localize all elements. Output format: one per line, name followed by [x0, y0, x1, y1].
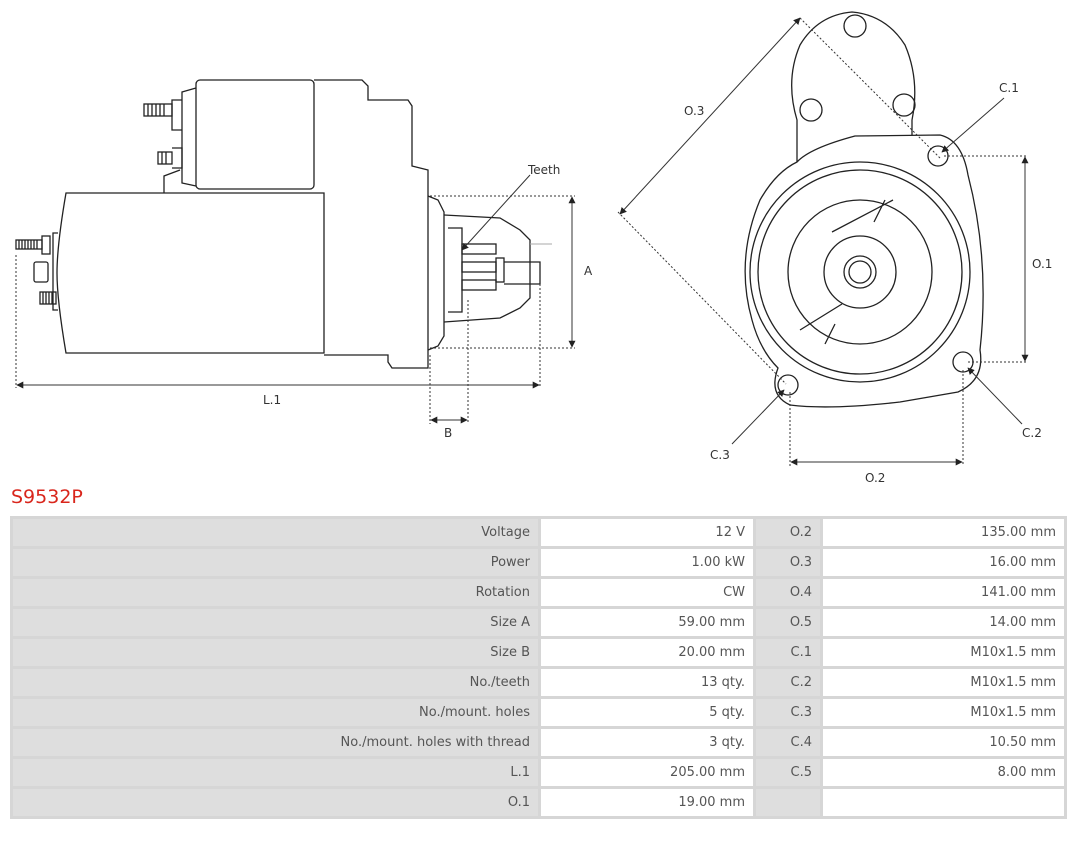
front-view	[744, 11, 984, 408]
spec-value: 19.00 mm	[541, 789, 753, 816]
label-a: A	[584, 264, 593, 278]
spec-value: 12 V	[541, 519, 753, 546]
spec-value: 205.00 mm	[541, 759, 753, 786]
spec-value-secondary: 10.50 mm	[823, 729, 1064, 756]
spec-value-secondary: 16.00 mm	[823, 549, 1064, 576]
spec-value: 5 qty.	[541, 699, 753, 726]
spec-label-secondary: C.1	[756, 639, 820, 666]
label-o3: O.3	[684, 104, 704, 118]
spec-label-secondary: C.3	[756, 699, 820, 726]
label-b: B	[444, 426, 452, 440]
spec-value: CW	[541, 579, 753, 606]
spec-label-secondary: O.2	[756, 519, 820, 546]
spec-value-secondary: 135.00 mm	[823, 519, 1064, 546]
spec-value: 59.00 mm	[541, 609, 753, 636]
label-o2: O.2	[865, 471, 885, 485]
side-view-dimensions	[15, 174, 576, 424]
spec-label-secondary: O.3	[756, 549, 820, 576]
spec-value-secondary	[823, 789, 1064, 816]
label-l1: L.1	[263, 393, 281, 407]
spec-label: Power	[13, 549, 538, 576]
spec-value: 20.00 mm	[541, 639, 753, 666]
label-c1: C.1	[999, 81, 1019, 95]
spec-label: Voltage	[13, 519, 538, 546]
spec-label-secondary: O.5	[756, 609, 820, 636]
spec-label-secondary: O.4	[756, 579, 820, 606]
spec-value: 13 qty.	[541, 669, 753, 696]
label-c3: C.3	[710, 448, 730, 462]
spec-value-secondary: 14.00 mm	[823, 609, 1064, 636]
side-view	[15, 79, 541, 369]
spec-label: Size A	[13, 609, 538, 636]
spec-label-secondary	[756, 789, 820, 816]
front-view-dimensions	[617, 17, 1029, 466]
label-o1: O.1	[1032, 257, 1052, 271]
spec-label: No./mount. holes with thread	[13, 729, 538, 756]
technical-drawing: Teeth A L.1 B O.3 C.1 O.1 C.2 C.3 O.2	[15, 11, 1052, 485]
spec-label: No./teeth	[13, 669, 538, 696]
label-teeth: Teeth	[527, 163, 560, 177]
product-title: S9532P	[11, 486, 83, 508]
spec-label: L.1	[13, 759, 538, 786]
spec-value-secondary: M10x1.5 mm	[823, 669, 1064, 696]
spec-label: O.1	[13, 789, 538, 816]
spec-value-secondary: M10x1.5 mm	[823, 699, 1064, 726]
spec-label: Rotation	[13, 579, 538, 606]
spec-value: 1.00 kW	[541, 549, 753, 576]
label-c2: C.2	[1022, 426, 1042, 440]
spec-value-secondary: 141.00 mm	[823, 579, 1064, 606]
spec-value-secondary: M10x1.5 mm	[823, 639, 1064, 666]
spec-label-secondary: C.2	[756, 669, 820, 696]
spec-label: Size B	[13, 639, 538, 666]
spec-label-secondary: C.5	[756, 759, 820, 786]
spec-value: 3 qty.	[541, 729, 753, 756]
spec-label-secondary: C.4	[756, 729, 820, 756]
spec-label: No./mount. holes	[13, 699, 538, 726]
spec-value-secondary: 8.00 mm	[823, 759, 1064, 786]
